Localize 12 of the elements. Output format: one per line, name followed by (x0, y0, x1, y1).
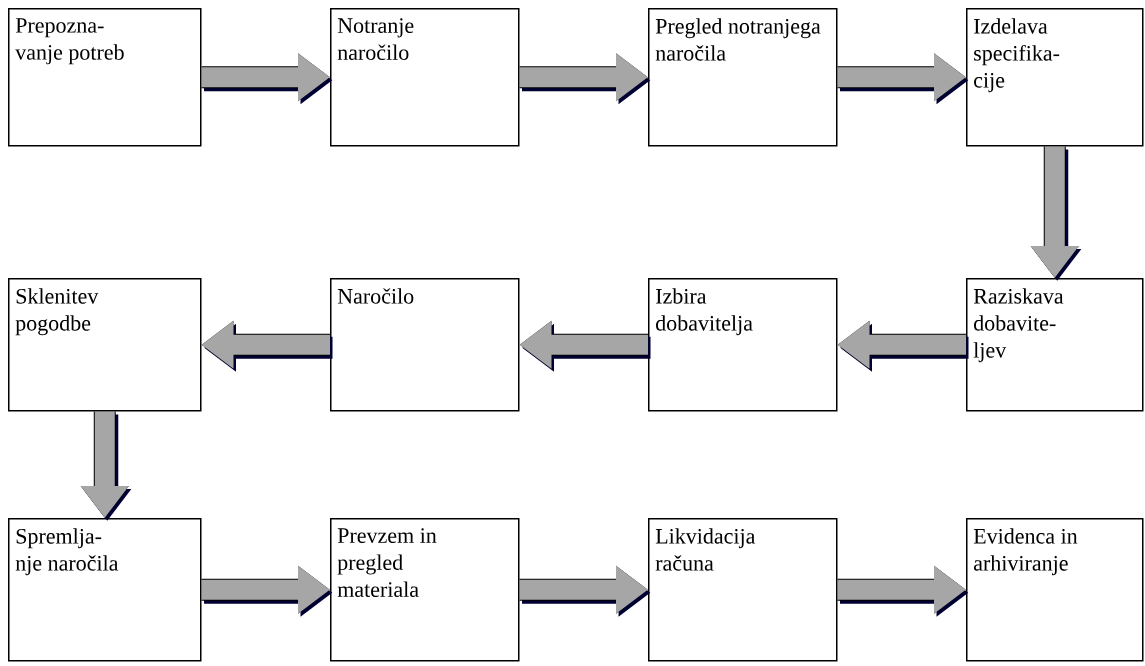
process-box: Izbira dobavitelja (648, 278, 838, 412)
process-box: Likvidacija računa (648, 518, 838, 662)
process-box: Spremlja- nje naročila (8, 518, 202, 662)
process-box: Sklenitev pogodbe (8, 278, 202, 412)
process-box: Pregled notranjega naročila (648, 8, 838, 147)
process-box: Prevzem in pregled materiala (330, 518, 520, 662)
process-box: Notranje naročilo (330, 8, 520, 147)
process-box: Izdelava specifika- cije (966, 8, 1144, 147)
process-box: Naročilo (330, 278, 520, 412)
process-box: Raziskava dobavite- ljev (966, 278, 1144, 412)
process-box: Evidenca in arhiviranje (966, 518, 1144, 662)
process-box: Prepozna- vanje potreb (8, 8, 202, 147)
